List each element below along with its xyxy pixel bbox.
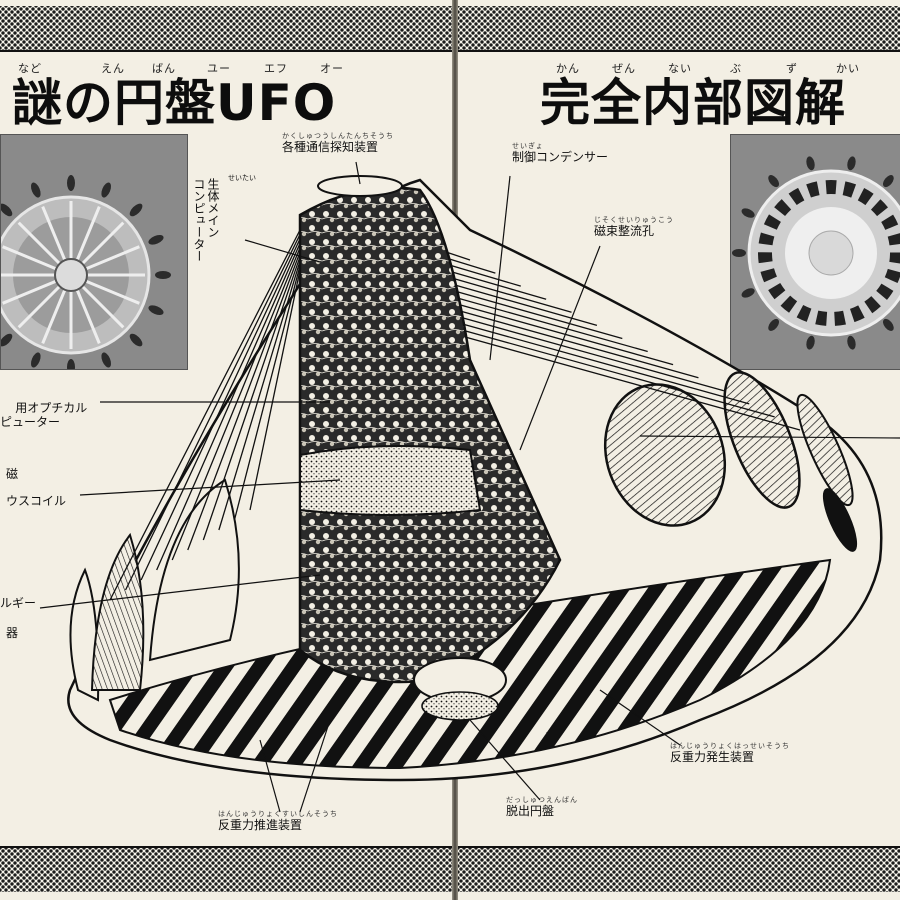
label-optical-computer: 用オプチカル ピューター [0,401,88,429]
left-title-block: など えん ばん ユー エフ オー 謎の円盤UFO [12,60,360,130]
label-flux-hole: じそくせいりゅうこう 磁束整流孔 [594,216,674,238]
top-dot-border-right [458,6,900,50]
ruby-text: ぜん [612,62,636,75]
top-dot-border-left [0,6,452,50]
right-page: かん ぜん ない ぶ ず かい 完全内部図解 せいぎょ 制御コンデンサー じそく… [458,0,900,900]
title-ruby: かん ぜん ない ぶ ず かい [540,60,876,76]
antenna-pad [30,182,41,198]
ufo-bottom-view-image [731,135,900,369]
border-rule [0,50,452,52]
ruby-text: ない [668,62,692,75]
label-antigravity-generator: はんじゅうりょくはっせいそうち 反重力発生装置 [670,742,790,764]
ruby-text: エフ [264,62,288,75]
antenna-pad [732,248,746,258]
antenna-pad [1,203,13,217]
ruby-text: ユー [207,62,231,75]
label-bio-computer: 生体メイン コンピューター [192,178,220,262]
ruby-text: オー [320,62,344,75]
antenna-pad [66,175,76,191]
border-rule [458,50,900,52]
ruby-text: ばん [152,62,176,75]
page-title: 完全内部図解 [540,74,846,132]
bottom-dot-border-right [458,848,900,892]
label-energy-b: 器 [6,626,19,640]
ufo-top-view-image [1,135,187,369]
bottom-dot-border-left [0,848,452,892]
antenna-pad [847,156,856,171]
border-rule [0,846,452,848]
label-bio-computer-furi: せいたい [228,174,256,182]
border-rule [458,846,900,848]
label-escape-disk: だっしゅつえんばん 脱出円盤 [506,796,578,818]
antenna-pad [30,352,41,368]
label-coil-a: 磁 [6,467,19,481]
ruby-text: かん [556,62,580,75]
label-control-condenser: せいぎょ 制御コンデンサー [512,142,609,164]
title-ruby: など えん ばん ユー エフ オー [12,60,360,76]
antenna-pad [882,175,894,188]
antenna-pad [1,333,13,347]
label-energy-a: ルギー [0,596,37,610]
ruby-text: かい [836,62,860,75]
page-title: 謎の円盤UFO [12,74,337,132]
ufo-photo-left [0,134,188,370]
antenna-pad [155,271,171,279]
ruby-text: ぶ [730,62,742,75]
antenna-pad [806,156,815,171]
ruby-text: ず [786,62,798,75]
ruby-text: など [18,62,42,75]
right-title-block: かん ぜん ない ぶ ず かい 完全内部図解 [540,60,876,130]
ruby-text: えん [101,62,125,75]
label-propulsion: はんじゅうりょくすいしんそうち 反重力推進装置 [218,810,338,832]
ufo-photo-right [730,134,900,370]
left-page: など えん ばん ユー エフ オー 謎の円盤UFO かくしゅつうしんたんちそうち… [0,0,452,900]
antenna-pad [882,318,894,331]
label-sensor-device: かくしゅつうしんたんちそうち 各種通信探知装置 [282,132,394,154]
label-coil-b: ウスコイル [6,494,67,508]
